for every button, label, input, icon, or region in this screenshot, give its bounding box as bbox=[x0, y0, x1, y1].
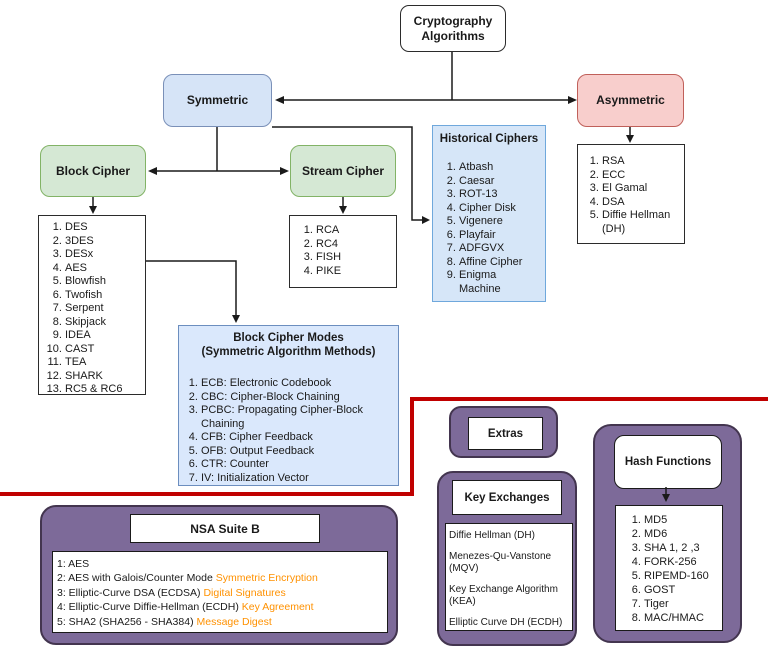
list-item: DES bbox=[65, 221, 143, 235]
list-item: ADFGVX bbox=[459, 242, 527, 256]
extras-title: Extras bbox=[468, 417, 543, 450]
arrowhead-left-symmetric bbox=[275, 96, 284, 104]
historical-ciphers-title: Historical Ciphers bbox=[439, 133, 539, 145]
node-stream-cipher: Stream Cipher bbox=[290, 145, 396, 197]
list-item: RCA bbox=[316, 224, 394, 238]
list-item: CBC: Cipher-Block Chaining bbox=[201, 391, 392, 405]
list-item: Skipjack bbox=[65, 316, 143, 330]
edge-blocklist-to-modes bbox=[146, 260, 237, 316]
list-item: Enigma Machine bbox=[459, 269, 527, 296]
stream-cipher-algorithms-list: RCARC4FISHPIKE bbox=[289, 215, 397, 288]
list-item: El Gamal bbox=[602, 182, 680, 196]
list-item: RSA bbox=[602, 155, 680, 169]
list-item: MAC/HMAC bbox=[644, 611, 720, 625]
hash-functions-list: MD5MD6SHA 1, 2 ,3FORK-256RIPEMD-160GOSTT… bbox=[615, 505, 723, 631]
list-item: DSA bbox=[602, 196, 680, 210]
list-item: PCBC: Propagating Cipher-Block Chaining bbox=[201, 404, 392, 431]
nsa-suite-b-list: 1: AES 2: AES with Galois/Counter Mode S… bbox=[52, 551, 388, 633]
list-item: Elliptic Curve DH (ECDH) bbox=[449, 617, 563, 628]
arrowhead-down-modes bbox=[232, 315, 240, 323]
list-item: 4: Elliptic-Curve Diffie-Hellman (ECDH) … bbox=[57, 601, 314, 614]
hash-functions-container: Hash Functions MD5MD6SHA 1, 2 ,3FORK-256… bbox=[593, 424, 742, 643]
list-item: ECB: Electronic Codebook bbox=[201, 377, 392, 391]
list-item: Menezes-Qu-Vanstone (MQV) bbox=[449, 551, 552, 574]
list-item: OFB: Output Feedback bbox=[201, 445, 392, 459]
list-item: 3: Elliptic-Curve DSA (ECDSA) Digital Si… bbox=[57, 586, 286, 599]
list-item: CAST bbox=[65, 343, 143, 357]
list-item: FORK-256 bbox=[644, 555, 720, 569]
list-item: Diffie Hellman (DH) bbox=[602, 209, 680, 236]
list-item: SHARK bbox=[65, 370, 143, 384]
arrowhead-right-historical bbox=[422, 216, 430, 224]
key-exchanges-container: Key Exchanges Diffie Hellman (DH) Menezes… bbox=[437, 471, 577, 646]
extras-container: Extras bbox=[449, 406, 558, 458]
list-item: PIKE bbox=[316, 265, 394, 279]
list-item: CTR: Counter bbox=[201, 458, 392, 472]
list-item: FISH bbox=[316, 251, 394, 265]
hash-functions-title: Hash Functions bbox=[614, 435, 722, 489]
historical-ciphers-panel: Historical Ciphers AtbashCaesarROT-13Cip… bbox=[432, 125, 546, 302]
list-item: Blowfish bbox=[65, 275, 143, 289]
list-item: CFB: Cipher Feedback bbox=[201, 431, 392, 445]
list-item: Diffie Hellman (DH) bbox=[449, 530, 535, 541]
list-item: GOST bbox=[644, 583, 720, 597]
list-item: DESx bbox=[65, 248, 143, 262]
node-cryptography-algorithms: Cryptography Algorithms bbox=[400, 5, 506, 52]
block-cipher-modes-panel: Block Cipher Modes (Symmetric Algorithm … bbox=[178, 325, 399, 486]
key-exchanges-list: Diffie Hellman (DH) Menezes-Qu-Vanstone (… bbox=[445, 523, 573, 631]
list-item: TEA bbox=[65, 356, 143, 370]
list-item: 5: SHA2 (SHA256 - SHA384) Message Digest bbox=[57, 615, 272, 628]
list-item: 2: AES with Galois/Counter Mode Symmetri… bbox=[57, 572, 318, 585]
list-item: ROT-13 bbox=[459, 188, 527, 202]
list-item: Atbash bbox=[459, 161, 527, 175]
node-asymmetric: Asymmetric bbox=[577, 74, 684, 127]
list-item: Affine Cipher bbox=[459, 256, 527, 270]
list-item: SHA 1, 2 ,3 bbox=[644, 541, 720, 555]
list-item: 1: AES bbox=[57, 558, 90, 570]
list-item: RC4 bbox=[316, 238, 394, 252]
arrowhead-right-asymmetric bbox=[568, 96, 577, 104]
node-symmetric: Symmetric bbox=[163, 74, 272, 127]
nsa-suite-b-title: NSA Suite B bbox=[130, 514, 320, 543]
node-block-cipher: Block Cipher bbox=[40, 145, 146, 197]
list-item: MD6 bbox=[644, 527, 720, 541]
list-item: Vigenere bbox=[459, 215, 527, 229]
list-item: MD5 bbox=[644, 513, 720, 527]
list-item: 3DES bbox=[65, 235, 143, 249]
arrowhead-down-asymlist bbox=[626, 135, 634, 143]
asymmetric-algorithms-list: RSAECCEl GamalDSADiffie Hellman (DH) bbox=[577, 144, 685, 244]
list-item: Twofish bbox=[65, 289, 143, 303]
list-item: IV: Initialization Vector bbox=[201, 472, 392, 486]
list-item: Key Exchange Algorithm (KEA) bbox=[449, 584, 558, 607]
list-item: IDEA bbox=[65, 329, 143, 343]
arrowhead-right-streamcipher bbox=[280, 167, 289, 175]
block-cipher-algorithms-list: DES3DESDESxAESBlowfishTwofishSerpentSkip… bbox=[38, 215, 146, 395]
list-item: Tiger bbox=[644, 597, 720, 611]
arrowhead-down-streamlist bbox=[339, 206, 347, 214]
nsa-suite-b-container: NSA Suite B 1: AES 2: AES with Galois/Co… bbox=[40, 505, 398, 645]
list-item: Cipher Disk bbox=[459, 202, 527, 216]
list-item: Caesar bbox=[459, 175, 527, 189]
list-item: Serpent bbox=[65, 302, 143, 316]
list-item: RC5 & RC6 bbox=[65, 383, 143, 397]
list-item: RIPEMD-160 bbox=[644, 569, 720, 583]
arrowhead-left-blockcipher bbox=[148, 167, 157, 175]
key-exchanges-title: Key Exchanges bbox=[452, 480, 562, 515]
list-item: Playfair bbox=[459, 229, 527, 243]
list-item: ECC bbox=[602, 169, 680, 183]
list-item: AES bbox=[65, 262, 143, 276]
arrowhead-down-blocklist bbox=[89, 206, 97, 214]
block-cipher-modes-title: Block Cipher Modes (Symmetric Algorithm … bbox=[201, 332, 376, 358]
